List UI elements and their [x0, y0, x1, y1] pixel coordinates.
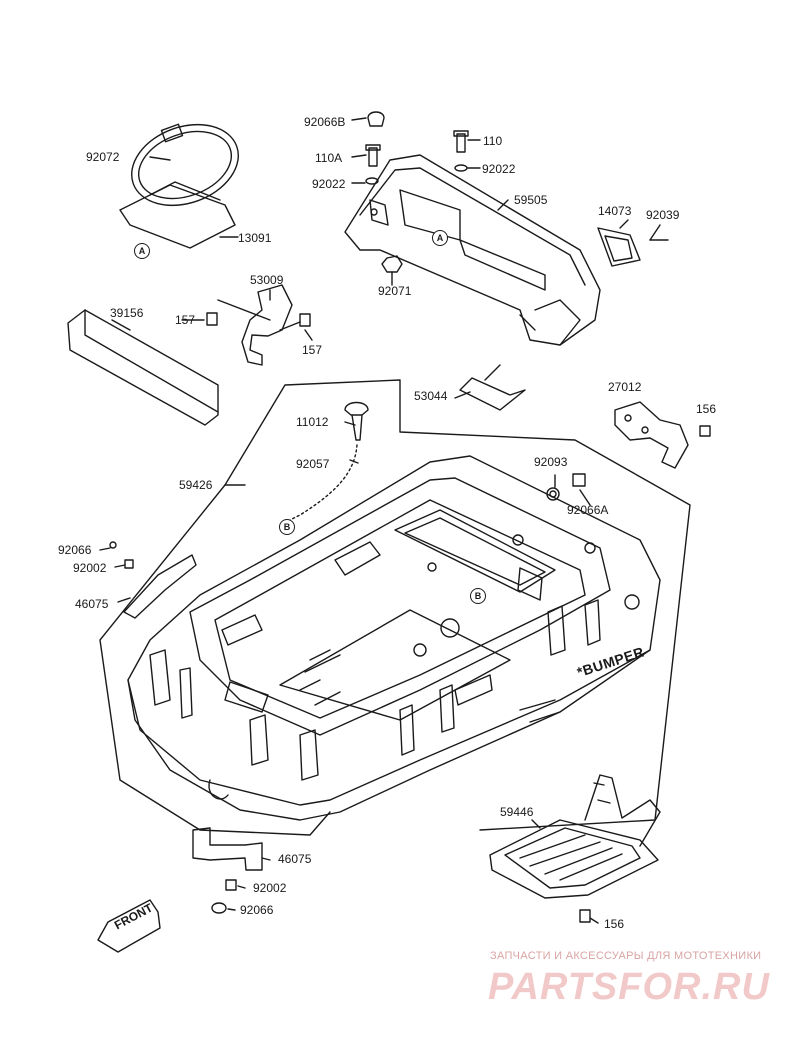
label-13091: 13091: [238, 231, 272, 245]
label-92057: 92057: [296, 457, 330, 471]
handle-59505: [344, 154, 601, 346]
label-46075-lower: 46075: [278, 852, 312, 866]
label-92066-left: 92066: [58, 543, 92, 557]
bumper-59446: [489, 774, 661, 923]
label-110A: 110A: [315, 151, 343, 165]
label-92002-left: 92002: [73, 561, 107, 575]
label-92002-lower: 92002: [253, 881, 287, 895]
label-53044: 53044: [414, 389, 448, 403]
label-92066A: 92066A: [567, 503, 609, 517]
label-11012: 11012: [296, 415, 329, 429]
label-92072: 92072: [86, 150, 120, 164]
label-156-lower: 156: [604, 917, 625, 931]
label-46075-left: 46075: [75, 597, 109, 611]
watermark-caption: ЗАПЧАСТИ И АКСЕССУАРЫ ДЛЯ МОТОТЕХНИКИ: [490, 950, 762, 962]
ref-marker-a-strap: A: [134, 243, 150, 259]
ref-marker-b-hull: B: [470, 588, 486, 604]
label-27012: 27012: [608, 380, 642, 394]
label-92022-left: 92022: [312, 177, 346, 191]
strap-assembly: [119, 123, 239, 249]
hull-body: [127, 455, 661, 821]
label-92093: 92093: [534, 455, 568, 469]
label-92039: 92039: [646, 208, 680, 222]
label-59446: 59446: [500, 805, 534, 819]
label-53009: 53009: [250, 273, 284, 287]
label-156-upper: 156: [696, 402, 717, 416]
label-14073: 14073: [598, 204, 632, 218]
label-92066-lower: 92066: [240, 903, 274, 917]
label-39156: 39156: [110, 306, 144, 320]
ref-marker-b-chain: B: [279, 519, 295, 535]
label-157-right: 157: [302, 343, 323, 357]
label-157-left: 157: [175, 313, 196, 327]
label-59426: 59426: [179, 478, 213, 492]
label-92022-right: 92022: [482, 162, 516, 176]
label-92066B: 92066B: [304, 115, 346, 129]
watermark-brand: PARTSFOR.RU: [488, 966, 770, 1008]
ref-marker-a-handle: A: [432, 230, 448, 246]
label-92071: 92071: [378, 284, 412, 298]
label-59505: 59505: [514, 193, 548, 207]
label-110: 110: [483, 134, 503, 148]
